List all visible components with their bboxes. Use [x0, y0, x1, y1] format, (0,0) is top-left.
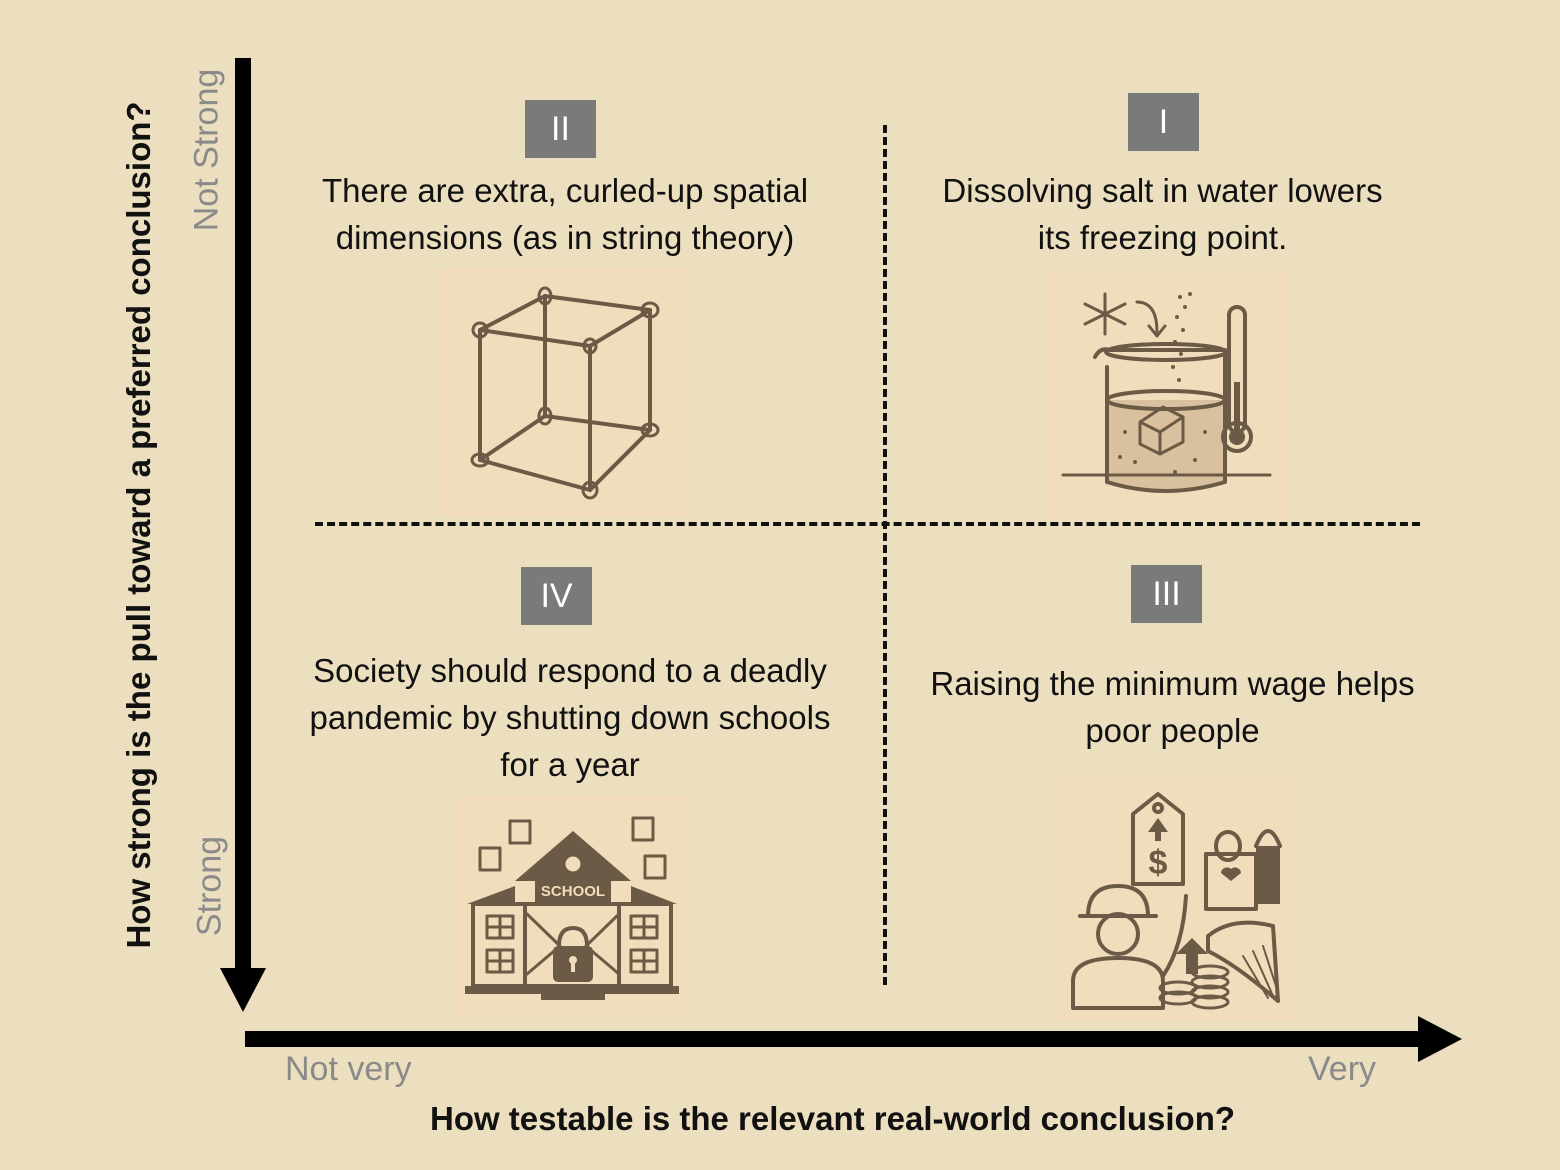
- quadrant-iii-badge: III: [1131, 565, 1202, 623]
- quadrant-ii-text: There are extra, curled-up spatial dimen…: [321, 172, 809, 256]
- wage-worker-icon: $: [1058, 776, 1298, 1021]
- quadrant-iv-badge: IV: [521, 567, 592, 625]
- x-axis-high-label: Very: [1308, 1050, 1377, 1088]
- y-axis-arrowhead: [220, 968, 266, 1012]
- quadrant-iv-text: Society should respond to a deadly pande…: [309, 652, 831, 783]
- quadrant-ii-badge: II: [525, 100, 596, 158]
- x-axis-line: [245, 1031, 1420, 1047]
- cube-dimensions-icon: [435, 268, 690, 516]
- x-axis-low-label: Not very: [285, 1050, 412, 1088]
- y-axis-title: How strong is the pull toward a preferre…: [120, 101, 157, 949]
- x-axis-title: How testable is the relevant real-world …: [429, 1100, 1236, 1137]
- locked-school-icon: SCHOOL: [455, 796, 687, 1016]
- school-sign-text: SCHOOL: [541, 883, 605, 900]
- y-axis-top-label: Not Strong: [187, 68, 226, 232]
- y-axis-line: [235, 58, 251, 973]
- vertical-divider: [883, 125, 887, 985]
- x-axis-arrowhead: [1418, 1016, 1462, 1062]
- beaker-thermometer-icon: [1045, 272, 1290, 520]
- quadrant-i-badge: I: [1128, 93, 1199, 151]
- y-axis-bottom-label: Strong: [190, 835, 229, 937]
- quadrant-iii-text: Raising the minimum wage helps poor peop…: [930, 665, 1415, 749]
- horizontal-divider: [315, 522, 1420, 526]
- quadrant-i-text: Dissolving salt in water lowers its free…: [942, 172, 1383, 256]
- svg-text:$: $: [1149, 844, 1168, 882]
